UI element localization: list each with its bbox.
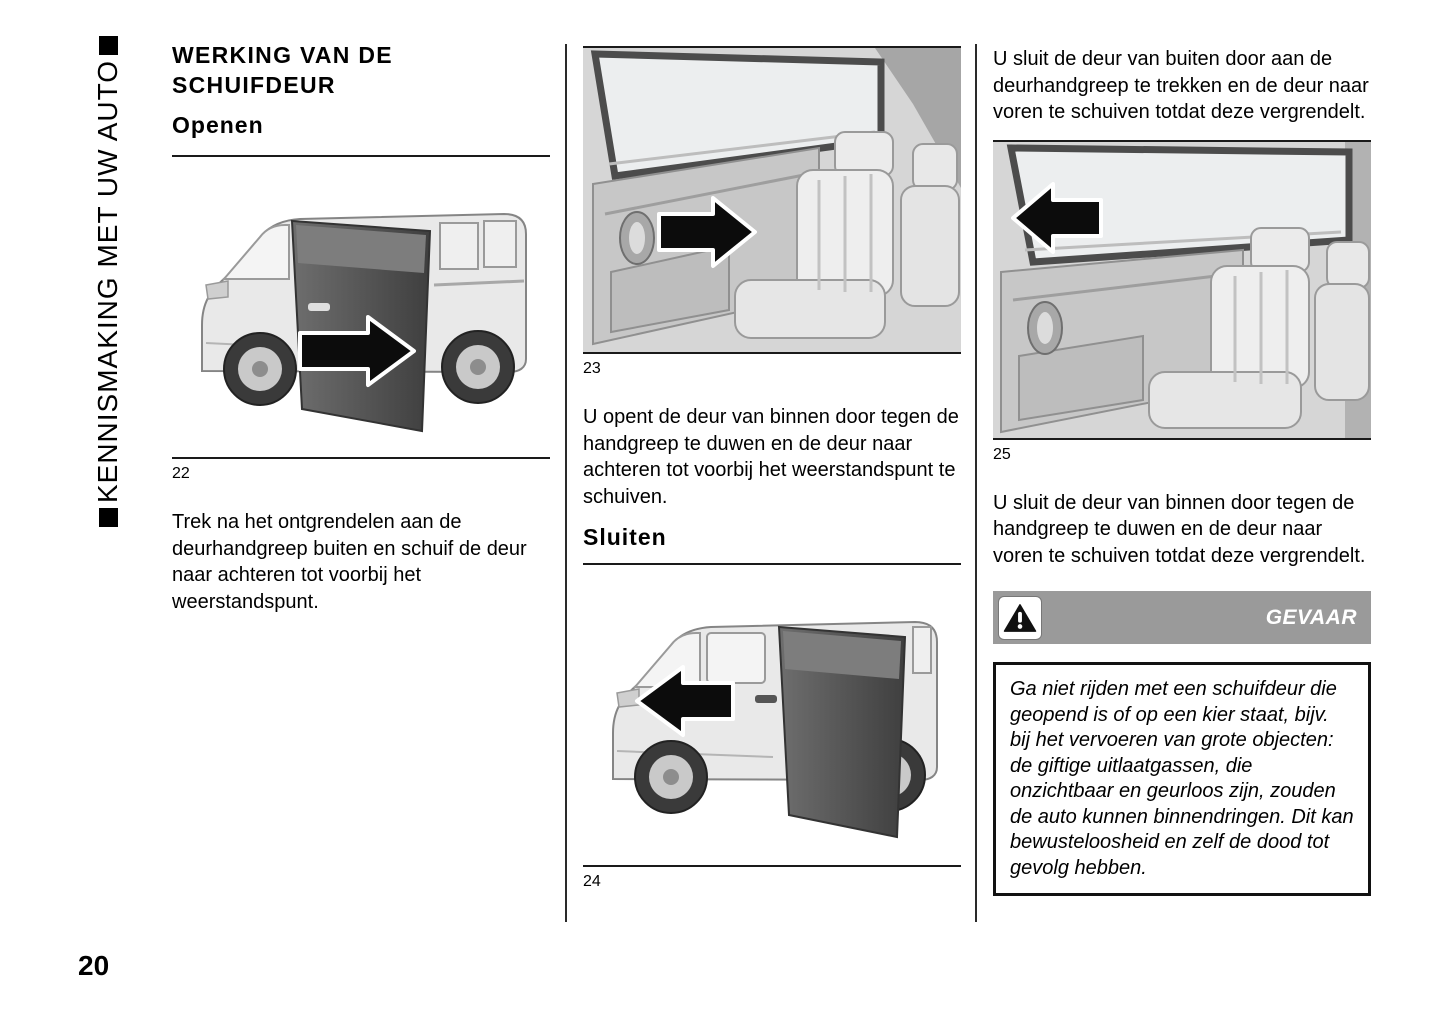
wheels	[223, 330, 515, 406]
right-column: U sluit de deur van buiten door aan de d…	[993, 46, 1371, 896]
arrow-left-icon	[1011, 181, 1103, 254]
figure-caption: 25	[993, 445, 1011, 463]
sidebar-top-marker	[98, 36, 118, 55]
close-outside-paragraph: U sluit de deur van buiten door aan de d…	[993, 48, 1369, 123]
figure-caption: 22	[172, 465, 190, 482]
figure-caption: 23	[583, 360, 601, 377]
close-inside-paragraph: U sluit de deur van binnen door tegen de…	[993, 491, 1366, 567]
danger-banner: GEVAAR	[993, 591, 1371, 644]
arrow-left-icon	[635, 665, 735, 737]
warning-triangle-icon	[1003, 603, 1037, 632]
danger-warning-text: Ga niet rijden met een schuifdeur die ge…	[993, 662, 1371, 896]
figure-22-van-exterior-open	[172, 155, 550, 459]
subsection-close-heading: Sluiten	[583, 524, 667, 550]
van-exterior-close-illustration	[583, 565, 961, 865]
arrow-right-icon	[657, 196, 757, 268]
van-interior-open-illustration	[583, 48, 961, 352]
warning-icon-box	[998, 595, 1042, 640]
figure-24-van-exterior-close	[583, 563, 961, 867]
open-inside-paragraph: U opent de deur van binnen door tegen de…	[583, 406, 959, 508]
danger-banner-title: GEVAAR	[1265, 605, 1357, 629]
van-exterior-open-illustration	[172, 157, 550, 457]
figure-23-interior-open	[583, 46, 961, 354]
section-heading: WERKING VAN DE SCHUIFDEUR	[172, 42, 393, 98]
middle-column: 23 U opent de deur van binnen door tegen…	[583, 46, 961, 891]
subsection-open-heading: Openen	[172, 112, 264, 138]
chapter-sidebar: KENNISMAKING MET UW AUTO	[92, 36, 124, 528]
van-interior-close-illustration	[993, 141, 1371, 438]
rear-seats	[734, 131, 960, 339]
arrow-right-icon	[298, 315, 416, 387]
sidebar-bottom-marker	[98, 508, 118, 528]
page-number: 20	[78, 950, 110, 981]
figure-25-interior-close	[993, 139, 1371, 440]
column-divider	[975, 44, 977, 922]
figure-caption: 24	[583, 873, 601, 890]
left-column: WERKING VAN DE SCHUIFDEUR Openen	[172, 40, 550, 615]
chapter-title-vertical: KENNISMAKING MET UW AUTO	[92, 60, 123, 504]
open-outside-paragraph: Trek na het ontgrendelen aan de deurhand…	[172, 511, 527, 613]
column-divider	[565, 44, 567, 922]
